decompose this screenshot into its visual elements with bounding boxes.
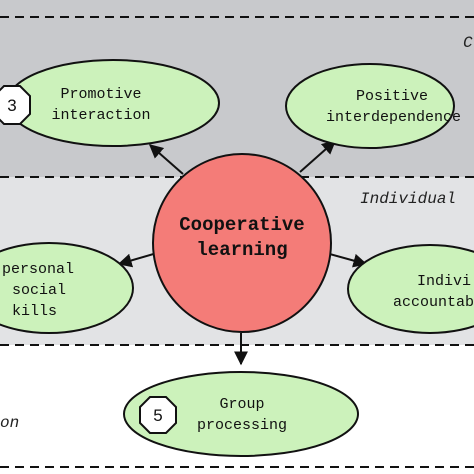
group-line2: processing bbox=[197, 417, 287, 434]
individual-line1: Indivi bbox=[417, 273, 471, 290]
interpersonal-line1: personal bbox=[2, 261, 74, 278]
arrow-to-promotive bbox=[148, 144, 184, 175]
bottom-band-label: on bbox=[0, 414, 19, 432]
node-group-processing: 5 Group processing bbox=[123, 371, 359, 457]
interpersonal-line2: social bbox=[12, 282, 66, 299]
positive-line1: Positive bbox=[356, 88, 428, 105]
arrow-to-individual bbox=[325, 252, 368, 268]
top-band-label: C bbox=[463, 34, 473, 52]
badge-5-number: 5 bbox=[153, 406, 162, 425]
arrow-to-interpersonal bbox=[117, 252, 158, 268]
center-cooperative-learning: Cooperative learning bbox=[152, 153, 332, 333]
badge-5-octagon bbox=[139, 396, 177, 434]
node-individual-accountability: Indivi accountab bbox=[347, 244, 474, 334]
promotive-line2: interaction bbox=[51, 107, 150, 124]
promotive-line1: Promotive bbox=[60, 86, 141, 103]
interpersonal-line3: kills bbox=[12, 303, 57, 320]
center-line2: learning bbox=[196, 239, 287, 261]
individual-line2: accountab bbox=[393, 294, 474, 311]
badge-3-number: 3 bbox=[7, 96, 16, 115]
positive-line2: interdependence bbox=[326, 109, 461, 126]
badge-3-octagon bbox=[0, 85, 31, 125]
node-promotive-interaction: 3 Promotive interaction bbox=[0, 59, 220, 147]
node-positive-interdependence: Positive interdependence bbox=[285, 63, 461, 149]
group-line1: Group bbox=[219, 396, 264, 413]
arrow-to-positive bbox=[299, 140, 337, 173]
center-line1: Cooperative bbox=[179, 214, 304, 236]
node-interpersonal-social-skills: personal social kills bbox=[0, 242, 134, 334]
middle-band-label: Individual bbox=[360, 190, 456, 208]
